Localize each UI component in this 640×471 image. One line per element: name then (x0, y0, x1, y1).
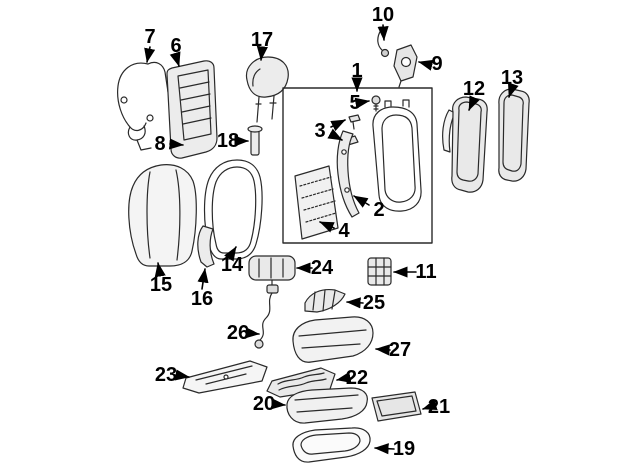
leader-to-part-25 (346, 297, 364, 309)
leader-to-part-3a (330, 119, 346, 132)
callout-3: 3 (314, 120, 326, 142)
leader-to-part-20 (270, 398, 286, 410)
seat-rail-trim-drawing (182, 360, 268, 394)
wiring-harness-drawing (254, 284, 279, 349)
callout-2: 2 (373, 199, 385, 221)
callout-26: 26 (226, 322, 250, 344)
callout-7: 7 (144, 26, 156, 48)
backrest-wire-frame-drawing (117, 61, 169, 151)
leader-to-part-5 (354, 97, 370, 109)
callout-8: 8 (154, 133, 166, 155)
headrest-drawing (245, 56, 289, 123)
callout-14: 14 (220, 254, 244, 276)
screw-drawing (371, 95, 381, 112)
callout-13: 13 (500, 67, 524, 89)
leader-to-part-4 (319, 221, 335, 233)
leader-to-part-16 (197, 268, 209, 290)
back-cover-left-drawing (442, 96, 488, 193)
callout-24: 24 (310, 257, 334, 279)
heater-mat-drawing (371, 391, 422, 422)
callout-15: 15 (149, 274, 173, 296)
lumbar-panel-drawing (248, 255, 296, 288)
backrest-panel-drawing (166, 60, 218, 159)
headrest-guide-drawing (247, 125, 263, 156)
leader-to-part-27 (375, 344, 391, 356)
leader-to-part-15 (154, 262, 166, 278)
callout-4: 4 (338, 220, 350, 242)
callout-9: 9 (431, 53, 443, 75)
back-cover-drawing (203, 159, 263, 260)
cushion-frame-drawing (292, 427, 371, 463)
leader-to-part-10 (377, 24, 389, 41)
leader-to-part-7 (144, 46, 156, 63)
callout-21: 21 (427, 396, 451, 418)
cushion-pad-drawing (286, 387, 368, 424)
back-cushion-drawing (128, 164, 197, 267)
leader-to-part-6 (169, 51, 181, 67)
leader-to-part-21 (422, 399, 438, 411)
callout-19: 19 (392, 438, 416, 460)
leader-to-part-22 (336, 371, 352, 383)
leader-to-part-12 (468, 95, 480, 111)
callout-11: 11 (415, 261, 437, 283)
callout-27: 27 (388, 339, 412, 361)
callout-6: 6 (170, 35, 182, 57)
side-trim-drawing (304, 288, 346, 313)
bracket-drawing (393, 44, 418, 88)
back-panel-drawing (294, 165, 339, 240)
callout-25: 25 (362, 292, 386, 314)
leader-to-part-19 (374, 443, 395, 455)
callout-1: 1 (351, 60, 363, 82)
leader-to-part-13 (507, 82, 519, 98)
side-bolster-drawing (197, 225, 215, 268)
callout-10: 10 (371, 4, 395, 26)
leader-to-part-26 (244, 327, 260, 339)
side-frame-drawing (336, 130, 360, 218)
leader-to-part-9 (418, 59, 434, 71)
callout-5: 5 (349, 92, 361, 114)
leader-to-part-2 (353, 195, 370, 208)
seat-back-frame-drawing (372, 99, 422, 212)
callout-18: 18 (216, 130, 240, 152)
leader-to-part-14 (224, 246, 237, 262)
callout-22: 22 (345, 367, 369, 389)
seat-cushion-cover-drawing (292, 316, 374, 363)
callout-17: 17 (250, 29, 274, 51)
back-cover-right-drawing (498, 88, 530, 182)
leader-to-part-17 (256, 45, 268, 61)
callout-20: 20 (252, 393, 276, 415)
callout-12: 12 (462, 78, 486, 100)
callout-23: 23 (154, 364, 178, 386)
leader-to-part-3b (327, 128, 343, 141)
leader-lines (144, 24, 519, 455)
small-bracket-drawing (367, 257, 392, 286)
leader-to-part-23 (174, 369, 190, 381)
callout-16: 16 (190, 288, 214, 310)
leader-to-part-8 (169, 138, 184, 150)
